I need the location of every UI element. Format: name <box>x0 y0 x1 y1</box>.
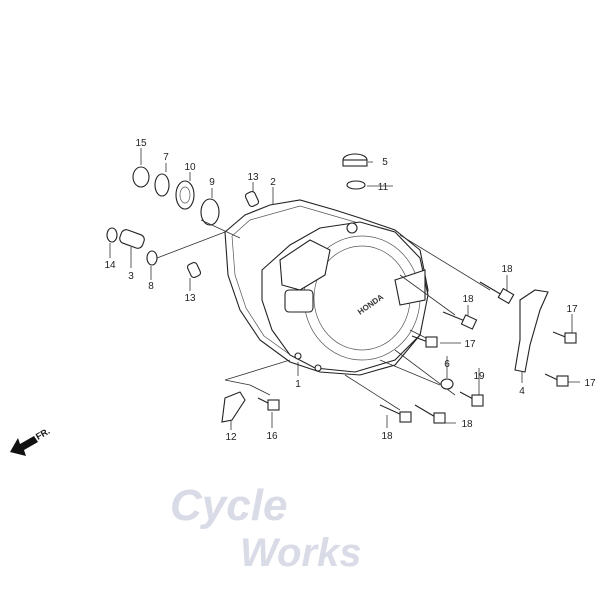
callout-15: 15 <box>135 138 147 149</box>
callout-1: 1 <box>295 379 301 390</box>
bolt-19 <box>459 391 484 407</box>
callout-12: 12 <box>225 432 237 443</box>
callout-16: 16 <box>266 431 278 442</box>
front-direction-marker: FR. <box>10 426 52 456</box>
callout-6: 6 <box>444 359 450 370</box>
bolt-16 <box>257 397 280 411</box>
callout-10: 10 <box>184 162 196 173</box>
callout-5: 5 <box>382 157 388 168</box>
oil-filler-cap-body <box>342 159 368 167</box>
callout-11: 11 <box>378 182 389 193</box>
callout-19: 19 <box>473 371 485 382</box>
bolt-17c <box>544 373 569 387</box>
callout-17b: 17 <box>464 339 476 350</box>
bearing-9 <box>200 198 220 226</box>
shaft-3 <box>119 229 145 249</box>
leader-lines <box>109 148 580 430</box>
callout-3: 3 <box>128 271 134 282</box>
callout-18a: 18 <box>501 264 513 275</box>
bolt-18b <box>442 311 478 330</box>
washer-8 <box>146 250 158 266</box>
bolt-18a <box>479 281 515 305</box>
bearing-10 <box>175 180 195 210</box>
watermark-line1: Cycle <box>170 481 287 530</box>
callout-4: 4 <box>519 386 525 397</box>
bracket-12 <box>221 391 246 423</box>
callout-18d: 18 <box>381 431 393 442</box>
callout-2: 2 <box>270 177 276 188</box>
callout-18b: 18 <box>462 294 474 305</box>
dowel-pin-13a <box>244 190 260 208</box>
front-arrow-icon <box>10 436 38 456</box>
bolts <box>257 281 577 424</box>
callout-13b: 13 <box>184 293 196 304</box>
o-ring-11 <box>346 180 366 190</box>
callout-18c: 18 <box>461 419 473 430</box>
callout-17c: 17 <box>584 378 596 389</box>
callout-14: 14 <box>104 260 116 271</box>
callout-13: 13 <box>247 172 259 183</box>
callout-7: 7 <box>163 152 169 163</box>
dowel-pin-13b <box>186 261 202 279</box>
bracket-4 <box>514 289 549 373</box>
bolt-17b <box>411 335 438 348</box>
circlip-15 <box>132 166 150 188</box>
bolt-18d <box>379 404 412 423</box>
clutch-cover: HONDA <box>261 221 429 373</box>
front-label: FR. <box>34 426 52 442</box>
washer-7 <box>154 173 170 197</box>
callout-labels: 15 7 10 9 13 2 5 11 14 3 8 13 18 18 17 1… <box>104 138 596 443</box>
bolt-17a <box>552 331 577 344</box>
watermark-line2: Works <box>240 531 362 575</box>
watermark: Cycle Works <box>170 481 362 575</box>
callout-8: 8 <box>148 281 154 292</box>
callout-17a: 17 <box>566 304 578 315</box>
bolt-18c <box>414 404 446 424</box>
callout-9: 9 <box>209 177 215 188</box>
washer-6 <box>440 378 454 390</box>
circlip-14 <box>106 227 118 243</box>
